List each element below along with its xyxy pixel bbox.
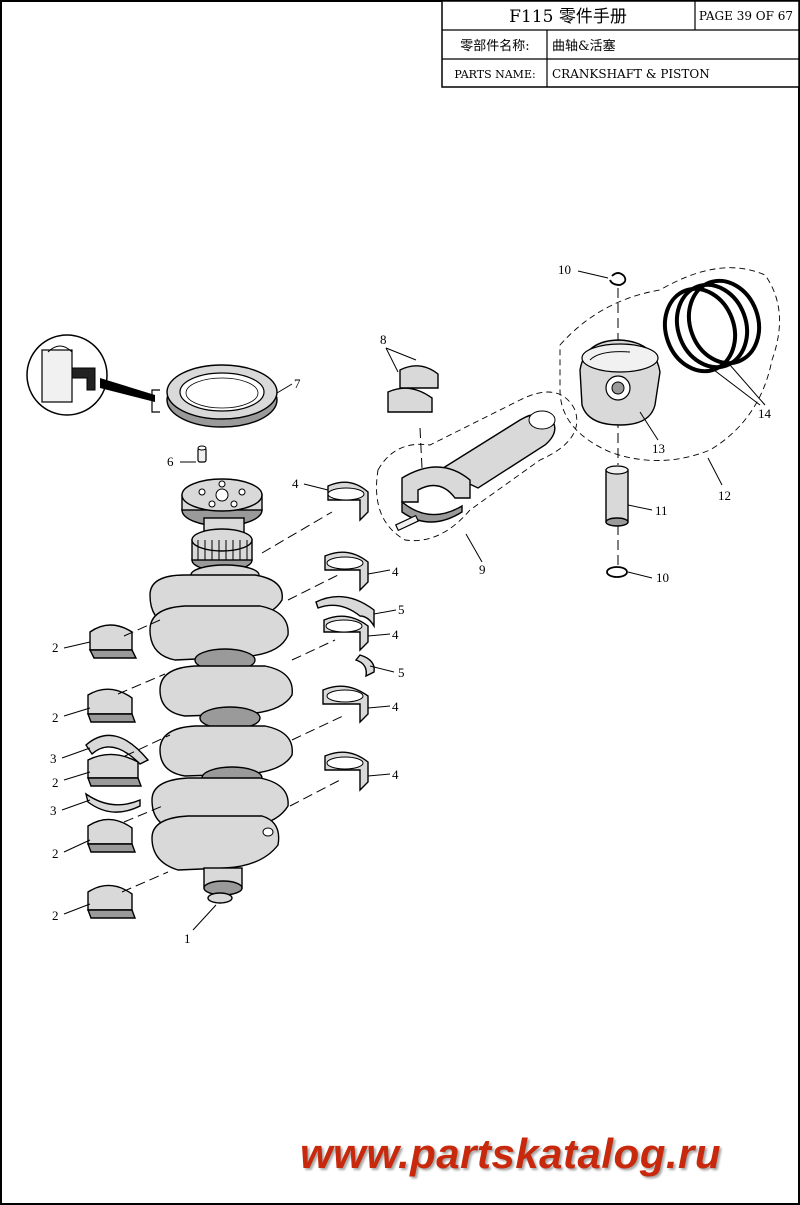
callout-14: 14	[758, 406, 772, 421]
callout-12: 12	[718, 488, 731, 503]
circlip-top	[609, 272, 627, 286]
piston-pin	[605, 465, 629, 527]
alignment-lines	[117, 288, 619, 893]
connecting-rod	[401, 410, 556, 523]
conrod-bolt	[394, 514, 420, 532]
piston-rings	[662, 278, 762, 374]
crankshaft	[149, 478, 293, 904]
callout-4: 4	[392, 767, 399, 782]
main-bearing-left-4	[86, 818, 137, 853]
main-bearing-right-3	[323, 615, 369, 652]
watermark-text: www.partskatalog.ru	[300, 1130, 722, 1177]
callout-4: 4	[292, 476, 299, 491]
main-bearing-left-1	[88, 624, 138, 659]
callout-5: 5	[398, 665, 405, 680]
leader-lines	[61, 483, 397, 915]
oil-seal-detail	[26, 334, 160, 416]
callout-3: 3	[50, 803, 57, 818]
piston	[579, 339, 661, 426]
header-cn-label: 零部件名称:	[460, 38, 529, 54]
callout-10: 10	[656, 570, 669, 585]
header-en-value: CRANKSHAFT & PISTON	[552, 67, 710, 81]
header-title: F115 零件手册	[509, 7, 627, 27]
callout-2: 2	[52, 710, 59, 725]
header-cn-value: 曲轴&活塞	[552, 38, 616, 54]
callout-numbers: 1 2 2 3 2 3 2 2 4 4 5 4 5 4 4 6 7 8 9 10…	[50, 262, 772, 946]
main-bearing-right-1	[327, 481, 369, 522]
callout-2: 2	[52, 908, 59, 923]
callout-8: 8	[380, 332, 387, 347]
callout-9: 9	[479, 562, 486, 577]
callout-6: 6	[167, 454, 174, 469]
main-bearing-left-5	[86, 884, 137, 919]
callout-2: 2	[52, 846, 59, 861]
callout-2: 2	[52, 640, 59, 655]
piston-group-outline	[559, 267, 780, 461]
main-bearing-right-2	[324, 551, 369, 592]
oil-seal	[166, 364, 278, 428]
callout-4: 4	[392, 699, 399, 714]
header-page: PAGE 39 OF 67	[699, 9, 793, 23]
thrust-washer-right-1	[315, 595, 375, 629]
dowel-pin	[197, 445, 207, 463]
conrod-bearing	[387, 365, 439, 413]
main-bearing-right-4	[322, 685, 369, 724]
callout-5: 5	[398, 602, 405, 617]
callout-2: 2	[52, 775, 59, 790]
circlip-bottom	[606, 566, 628, 578]
main-bearing-left-3	[86, 753, 143, 787]
conrod-group-outline	[376, 391, 578, 542]
callout-3: 3	[50, 751, 57, 766]
thrust-washer-1	[85, 734, 150, 765]
callout-7: 7	[294, 376, 301, 391]
callout-1: 1	[184, 931, 191, 946]
callout-10: 10	[558, 262, 571, 277]
callout-11: 11	[655, 503, 668, 518]
callout-13: 13	[652, 441, 665, 456]
main-bearing-left-2	[86, 688, 137, 723]
callout-4: 4	[392, 564, 399, 579]
main-bearing-right-5	[324, 751, 369, 792]
callout-4: 4	[392, 627, 399, 642]
thrust-washer-right-2	[354, 654, 375, 678]
title-block: F115 零件手册 PAGE 39 OF 67 零部件名称: 曲轴&活塞 PAR…	[441, 0, 800, 88]
thrust-washer-2	[84, 792, 141, 813]
header-en-label: PARTS NAME:	[454, 68, 535, 81]
